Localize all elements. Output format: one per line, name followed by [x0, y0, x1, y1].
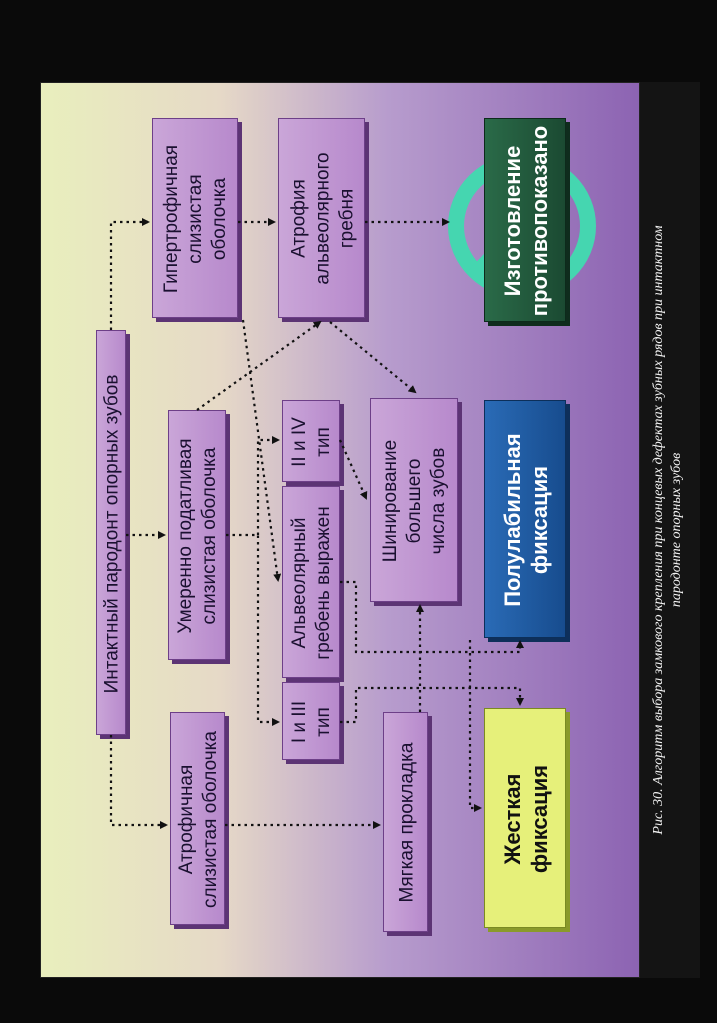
arrow-type24-to-splinting — [338, 439, 368, 500]
type-1-3-box: I и III тип — [282, 682, 340, 760]
splinting-box: Шинирование большего числа зубов — [370, 398, 458, 602]
arrow-hypertrophic-to-expressed — [241, 319, 282, 582]
arrow-type13-to-rigid — [340, 686, 524, 724]
semilabile-fixation-box: Полулабильная фиксация — [484, 400, 566, 638]
arrow-atrophy-to-splinting — [329, 321, 417, 394]
soft-pad-box: Мягкая прокладка — [383, 712, 428, 932]
caption-strip — [640, 82, 700, 978]
type-2-4-box: II и IV тип — [282, 400, 340, 482]
arrow-moderate-to-type24 — [256, 436, 280, 535]
alveolar-atrophy-box: Атрофия альвеолярного гребня — [278, 118, 365, 318]
alveolar-expressed-box: Альвеолярный гребень выражен — [282, 486, 340, 678]
moderate-mucosa-box: Умеренно податливая слизистая оболочка — [168, 410, 226, 660]
rigid-fixation-box: Жесткая фиксация — [484, 708, 566, 928]
arrow-moderate-to-type13 — [226, 533, 280, 726]
arrow-moderate-to-atrophy — [196, 320, 322, 411]
arrow-expressed-to-semilabile — [340, 580, 524, 654]
arrow-intact-to-hypertrophic — [109, 218, 150, 330]
intact-periodontium-box: Интактный пародонт опорных зубов — [96, 330, 126, 735]
arrow-intact-to-atrophic — [109, 735, 168, 829]
figure-caption: Рис. 30. Алгоритм выбора замкового крепл… — [651, 225, 684, 835]
contraindicated-box: Изготовление противопоказано — [484, 118, 566, 322]
hypertrophic-mucosa-box: Гипертрофичная слизистая оболочка — [152, 118, 238, 318]
atrophic-mucosa-box: Атрофичная слизистая оболочка — [170, 712, 225, 925]
arrow-to-rigid-from-side — [468, 640, 482, 812]
